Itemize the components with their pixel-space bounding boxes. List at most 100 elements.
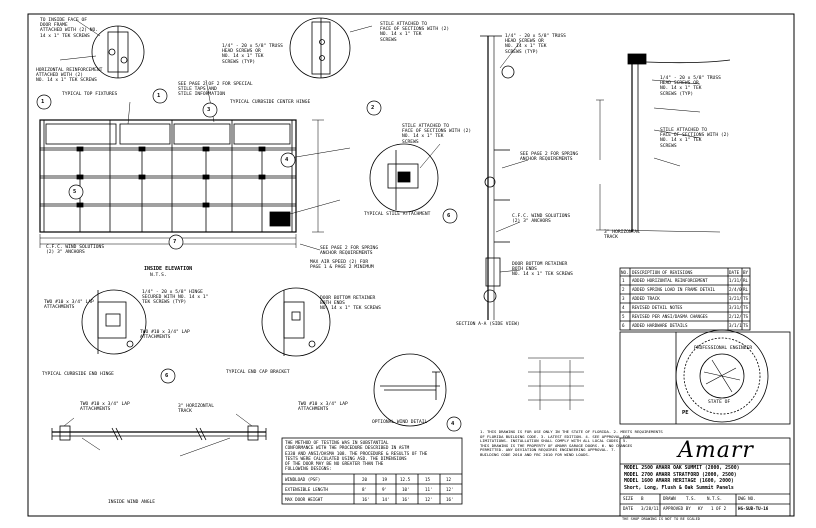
- callout-hinge-left: TWO #10 x 3/4" LAP ATTACHMENTS: [44, 300, 94, 311]
- balloon-6: 6: [447, 213, 451, 219]
- wind-row-1-v3: 12.5: [400, 477, 411, 482]
- wind-row-1-v5: 12: [446, 477, 452, 482]
- label-section-a-a: SECTION A-A (SIDE VIEW): [456, 322, 520, 327]
- callout-see-page: SEE PAGE 2 OF 2 FOR SPECIAL STILE TAPS A…: [178, 82, 253, 98]
- label-optional-detail: OPTIONAL WIND DETAIL: [372, 420, 428, 425]
- callout-lap-bolt: TWO #10 x 3/4" LAP ATTACHMENTS: [140, 330, 190, 341]
- callout-track-2: STILE ATTACHED TO FACE OF SECTIONS WITH …: [660, 128, 730, 149]
- rev-row-1-no: 1: [622, 278, 625, 283]
- wind-row-3-label: MAX DOOR HEIGHT: [285, 497, 323, 502]
- rev-header-desc: DESCRIPTION OF REVISIONS: [632, 270, 693, 275]
- balloon-7: 7: [173, 239, 177, 245]
- label-end-cap-bracket: TYPICAL END CAP BRACKET: [226, 370, 290, 375]
- callout-section-top: 1/4" - 20 x 5/8" TRUSS HEAD SCREWS OR NO…: [505, 34, 566, 55]
- balloon-4b: 4: [451, 421, 455, 427]
- balloon-3: 3: [207, 107, 211, 113]
- rev-row-1-date: 1/31/08: [729, 278, 742, 283]
- callout-cfc: C.F.C. WIND SOLUTIONS (2) 3" ANCHORS: [46, 245, 105, 256]
- title-date-label: DATE: [623, 506, 634, 511]
- rev-row-2-desc: ADDED SPRING LOAD IN FRAME DETAIL: [632, 287, 716, 292]
- balloon-4: 4: [285, 157, 289, 163]
- rev-header-no: NO.: [621, 270, 629, 275]
- footer-note: THE SHOP DRAWING IS NOT TO BE SCALED: [622, 517, 700, 521]
- rev-row-3-no: 3: [622, 296, 625, 301]
- section-a-a-drawing: [480, 35, 529, 320]
- seal-text: PROFESSIONAL ENGINEER: [694, 346, 753, 351]
- wind-row-1-label: WINDLOAD (PSF): [285, 477, 321, 482]
- callout-horizontal-reinf: HORIZONTAL REINFORCEMENT ATTACHED WITH (…: [36, 68, 103, 84]
- callout-stile-block: STILE ATTACHED TO FACE OF SECTIONS WITH …: [402, 124, 472, 145]
- wind-row-3-v2: 14': [382, 497, 390, 502]
- rev-row-3-date: 3/21/09: [729, 296, 742, 301]
- wind-row-1-v2: 19: [382, 477, 388, 482]
- callout-wind-left: TWO #10 x 3/4" LAP ATTACHMENTS: [80, 402, 130, 413]
- inside-elevation-drawing: [39, 79, 351, 251]
- callout-optional-bolt: TWO #10 x 3/4" LAP ATTACHMENTS: [298, 402, 348, 413]
- wind-row-2-v4: 11': [425, 487, 433, 492]
- callout-top-detail: 1/4" - 20 x 5/8" TRUSS HEAD SCREWS OR NO…: [222, 44, 283, 65]
- callout-spring: SEE PAGE 2 FOR SPRING ANCHOR REQUIREMENT…: [320, 246, 379, 257]
- label-curbside-end-hinge: TYPICAL CURBSIDE END HINGE: [42, 372, 114, 377]
- title-approved-value: KY: [698, 506, 704, 511]
- rev-row-2-date: 2/4/09: [729, 287, 742, 292]
- wind-row-1-v4: 15: [425, 477, 431, 482]
- rev-row-5-desc: REVISED PER ANSI/DASMA CHANGES: [632, 314, 708, 319]
- wind-row-3-v3: 16': [402, 497, 410, 502]
- inside-wind-angle-drawing: [51, 413, 267, 457]
- amarr-logo: Amarr: [678, 438, 754, 463]
- callout-bottom-detail: DOOR BOTTOM RETAINER BOTH ENDS NO. 14 x …: [320, 296, 381, 312]
- title-drawn-value: T.S.: [686, 496, 697, 501]
- wind-row-2-v3: 10': [402, 487, 410, 492]
- title-approved-label: APPROVED BY: [663, 506, 691, 511]
- rev-row-4-by: TS: [743, 305, 749, 310]
- track-detail-drawing: [596, 53, 731, 233]
- wind-row-3-v5: 16': [446, 497, 454, 502]
- rev-header-date: DATE: [729, 270, 740, 275]
- rev-row-6-date: 3/1/10: [729, 323, 742, 328]
- title-models: MODEL 2500 AMARR OAK SUMMIT (2000, 2500)…: [624, 466, 740, 491]
- label-stile-attachment: TYPICAL STILE ATTACHMENT: [364, 212, 431, 217]
- rev-row-1-desc: ADDED HORIZONTAL REINFORCEMENT: [632, 278, 708, 283]
- title-size-label: SIZE: [623, 496, 634, 501]
- rev-row-5-date: 2/12/10: [729, 314, 742, 319]
- callout-stile-top: STILE ATTACHED TO FACE OF SECTIONS WITH …: [380, 22, 450, 43]
- wind-table-intro: THE METHOD OF TESTING WAS IN SUBSTANTIAL…: [285, 441, 428, 473]
- wind-row-2-v2: 9': [382, 487, 388, 492]
- callout-section-mid2: C.F.C. WIND SOLUTIONS (2) 3" ANCHORS: [512, 214, 571, 225]
- rev-row-3-by: TS: [743, 296, 749, 301]
- nts-elevation: N.T.S.: [150, 273, 167, 278]
- label-track-note: 3" HORIZONTAL TRACK: [604, 230, 640, 241]
- wind-row-3-v1: 16': [362, 497, 370, 502]
- label-curbside-center-hinge: TYPICAL CURBSIDE CENTER HINGE: [230, 100, 311, 105]
- balloon-1: 1: [41, 99, 45, 105]
- rev-row-3-desc: ADDED TRACK: [632, 296, 660, 301]
- rev-row-4-no: 4: [622, 305, 625, 310]
- label-inside-elevation: INSIDE ELEVATION: [144, 266, 193, 272]
- label-typical-top-fixtures: TYPICAL TOP FIXTURES: [62, 92, 118, 97]
- callout-door-frame: TO INSIDE FACE OF DOOR FRAME ATTACHED WI…: [40, 18, 99, 39]
- label-inside-wind-angle: INSIDE WIND ANGLE: [108, 500, 156, 505]
- callout-wind-right: 3" HORIZONTAL TRACK: [178, 404, 214, 415]
- title-pe-label: PE: [682, 410, 689, 416]
- callout-section-mid: SEE PAGE 2 FOR SPRING ANCHOR REQUIREMENT…: [520, 152, 579, 163]
- rev-row-6-desc: ADDED HARDWARE DETAILS: [632, 323, 688, 328]
- title-scale: N.T.S.: [707, 496, 723, 501]
- rev-row-2-by: RL: [743, 287, 749, 292]
- wind-row-2-v1: 8': [362, 487, 368, 492]
- rev-row-4-date: 3/31/09: [729, 305, 742, 310]
- wind-row-3-v4: 12': [425, 497, 433, 502]
- balloon-2: 2: [371, 105, 375, 111]
- wind-row-2-label: EXTENSIBLE LENGTH: [285, 487, 328, 492]
- rev-row-5-by: TS: [743, 314, 749, 319]
- rev-row-5-no: 5: [622, 314, 625, 319]
- engineer-seal: [675, 329, 769, 423]
- callout-track-1: 1/4" - 20 x 5/8" TRUSS HEAD SCREWS OR NO…: [660, 76, 721, 97]
- title-size-value: B: [641, 496, 644, 501]
- rev-row-6-by: TS: [743, 323, 749, 328]
- general-notes: 1. THIS DRAWING IS FOR USE ONLY IN THE S…: [480, 429, 663, 457]
- callout-max-speed: MAX AIR SPEED (2) FOR PAGE 1 & PAGE 2 MI…: [310, 260, 374, 271]
- title-date-value: 3/28/11: [641, 506, 659, 511]
- wind-row-1-v1: 20: [362, 477, 368, 482]
